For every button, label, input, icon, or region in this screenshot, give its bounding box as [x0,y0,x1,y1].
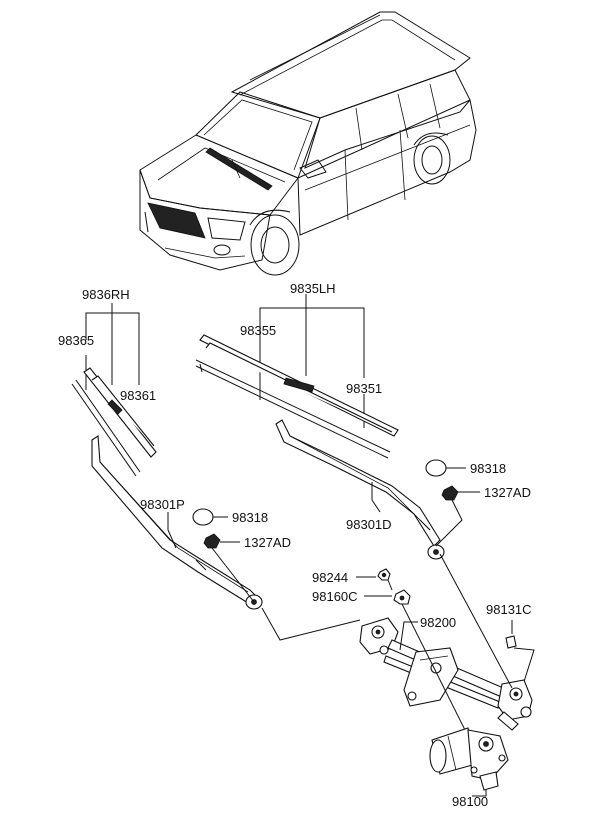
label-rh-blade-assy: 9836RH [82,287,130,302]
rh-nut-icon [203,533,221,549]
label-rh-nut: 1327AD [244,535,291,550]
label-lh-nut: 1327AD [484,485,531,500]
label-lh-blade-assy: 9835LH [290,281,336,296]
label-linkage: 98200 [420,615,456,630]
rh-cap-icon [192,508,214,526]
leader-lh-arm [371,482,381,513]
label-rh-arm: 98301P [140,497,185,512]
rh-blade-callout-lines [85,303,140,390]
leader-rh-to-linkage [261,607,361,641]
label-lh-blade: 98351 [346,381,382,396]
label-bolt: 98131C [486,602,532,617]
label-lh-cap: 98318 [470,461,506,476]
label-rh-cap: 98318 [232,510,268,525]
label-pivot-cap: 98160C [312,589,358,604]
leader-rh-arm [167,512,177,549]
lh-wiper-arm [275,419,445,560]
wiper-motor [429,727,509,791]
label-lh-refill: 98355 [240,323,276,338]
link-nut-icon [377,568,391,581]
wiper-linkage-assembly [359,617,533,731]
rh-wiper-blade [71,367,157,477]
label-rh-blade: 98361 [120,388,156,403]
label-motor: 98100 [452,794,488,809]
label-link-nut: 98244 [312,570,348,585]
lh-wiper-blade [195,334,399,459]
lh-blade-callout-lines [259,294,365,428]
pivot-cap-icon [393,589,411,605]
lh-cap-icon [425,459,447,477]
label-lh-arm: 98301D [346,517,392,532]
label-rh-refill: 98365 [58,333,94,348]
vehicle-illustration [139,11,477,276]
lh-nut-icon [441,485,459,501]
bolt-icon [505,635,517,649]
